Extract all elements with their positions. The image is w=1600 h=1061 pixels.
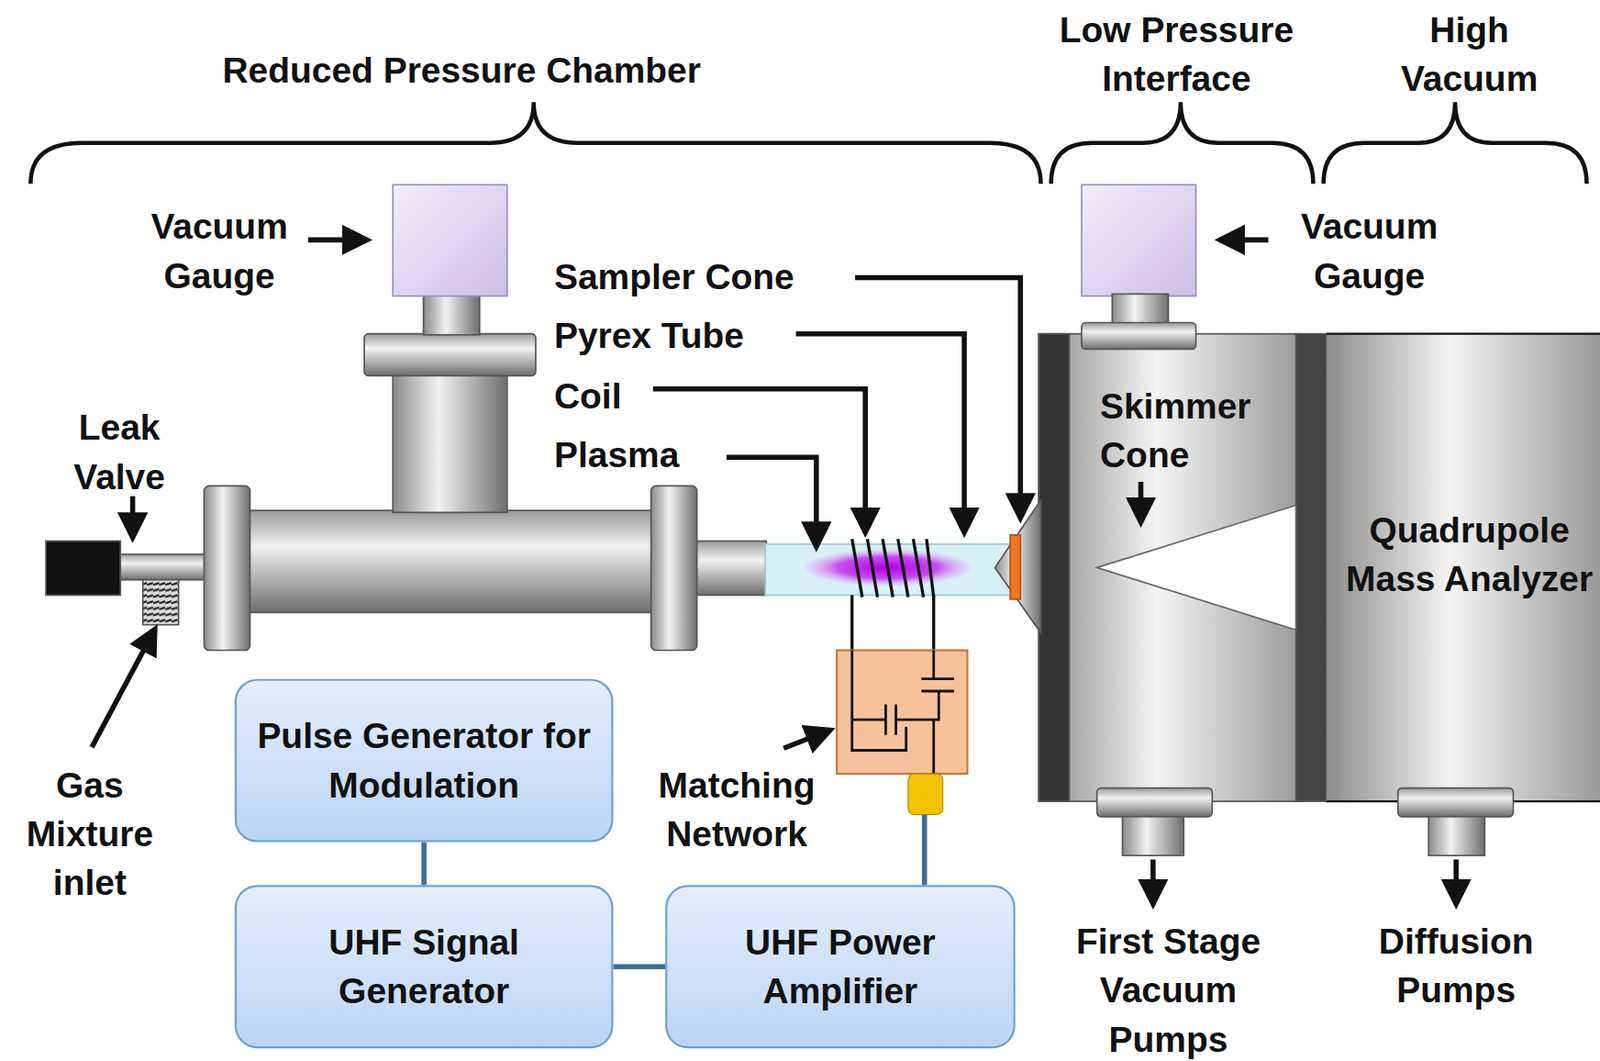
part-label: High Vacuum	[1356, 5, 1582, 104]
part-label: Pyrex Tube	[554, 311, 745, 360]
part-label: Low Pressure Interface	[1023, 5, 1331, 104]
part-label: Gas Mixture inlet	[8, 760, 172, 908]
coil	[852, 538, 934, 650]
part-label: Skimmer Cone	[1100, 381, 1294, 480]
part-label: First Stage Vacuum Pumps	[1051, 916, 1287, 1061]
instrument-box: Pulse Generator for Modulation	[234, 678, 614, 843]
part-label: Plasma	[554, 430, 679, 479]
box-text: UHF Power Amplifier	[666, 912, 1013, 1020]
part-label: Diffusion Pumps	[1344, 916, 1569, 1015]
instrument-box: UHF Signal Generator	[234, 884, 614, 1048]
matching-network	[836, 649, 967, 885]
part-label: Vacuum Gauge	[127, 201, 312, 300]
box-text: Pulse Generator for Modulation	[236, 707, 612, 814]
signal-cable	[421, 842, 427, 886]
brackets	[30, 101, 1587, 184]
part-label: Quadrupole Mass Analyzer	[1342, 505, 1598, 604]
part-label: Coil	[554, 371, 623, 421]
part-label: Sampler Cone	[554, 252, 795, 301]
part-label: Reduced Pressure Chamber	[222, 45, 700, 95]
vacuum-system	[45, 184, 1600, 856]
part-label: Leak Valve	[43, 402, 197, 501]
part-label: Matching Network	[634, 760, 839, 859]
instrument-box: UHF Power Amplifier	[665, 884, 1015, 1048]
part-label: Vacuum Gauge	[1277, 201, 1462, 300]
signal-cable	[612, 964, 666, 970]
box-text: UHF Signal Generator	[236, 912, 612, 1020]
leader-arrows	[91, 239, 1456, 904]
